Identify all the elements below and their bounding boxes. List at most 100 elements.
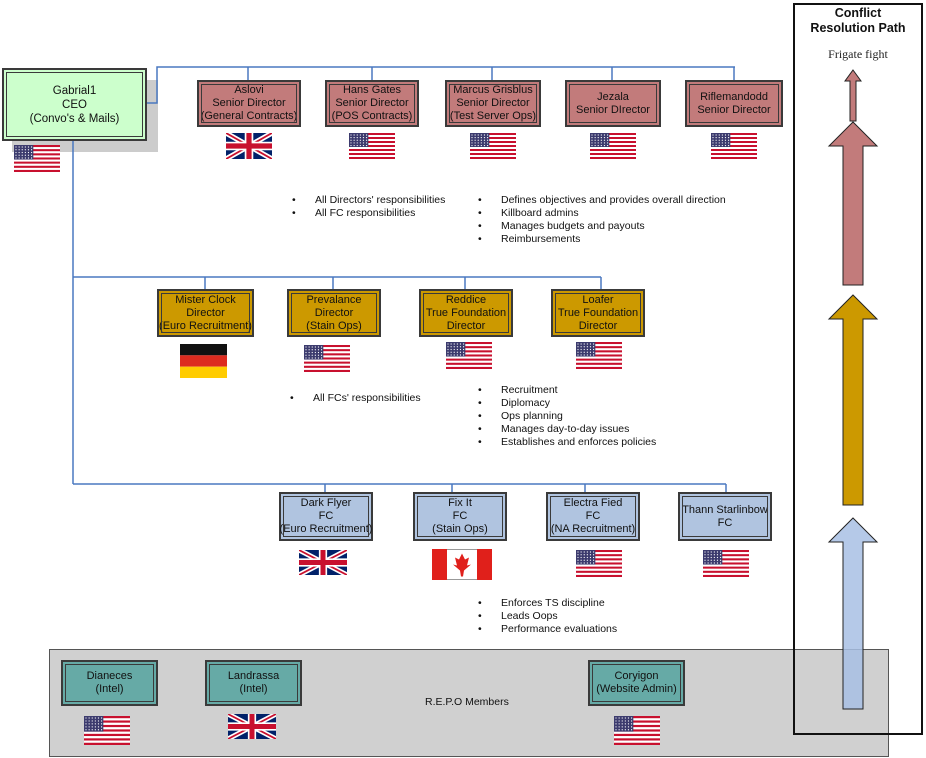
box-text-line: FC xyxy=(585,510,601,522)
bullet-item: Reimbursements xyxy=(478,233,726,246)
box-text-line: Senior Director xyxy=(456,97,530,109)
box-text-line: Dianeces xyxy=(86,670,133,682)
bullet-item: All Directors' responsibilities xyxy=(292,194,445,207)
repo-members-band xyxy=(49,649,889,757)
box-text-line: Marcus Grisblus xyxy=(453,84,533,96)
frigate-fight-label: Frigate fight xyxy=(828,47,888,61)
bullet-item: Enforces TS discipline xyxy=(478,597,617,610)
box-text-line: Dark Flyer xyxy=(300,497,352,509)
box-text-line: Director xyxy=(578,319,618,332)
box-text-line: Jezala xyxy=(597,90,629,103)
box-text-line: Landrassa xyxy=(227,670,280,682)
bullet-item: Recruitment xyxy=(478,384,656,397)
uk-flag-icon xyxy=(297,547,349,580)
us-flag-icon xyxy=(711,133,757,164)
repo-member-box: Landrassa(Intel) xyxy=(205,660,302,706)
de-flag-icon xyxy=(180,344,227,383)
ca-flag-icon xyxy=(431,548,493,585)
box-text-line: FC xyxy=(717,516,733,529)
us-flag-icon xyxy=(614,716,660,750)
senior-escalation-arrow-icon xyxy=(827,121,879,286)
repo-members-label: R.E.P.O Members xyxy=(425,696,509,708)
uk-flag-icon xyxy=(226,711,278,744)
box-text-line: FC xyxy=(452,510,468,522)
box-text-line: Hans Gates xyxy=(342,84,402,96)
box-text-line: Senior Director xyxy=(697,103,771,116)
box-text-line: Senior Director xyxy=(212,97,286,109)
conflict-resolution-panel xyxy=(793,3,923,735)
box-text-line: (Test Server Ops) xyxy=(449,110,537,122)
repo-member-box: Coryigon(Website Admin) xyxy=(588,660,685,706)
box-text-line: (Stain Ops) xyxy=(306,319,362,332)
box-text-line: Senior DIrector xyxy=(576,103,650,116)
director-responsibilities: RecruitmentDiplomacyOps planningManages … xyxy=(478,384,656,449)
frigate-arrow-icon xyxy=(844,69,862,122)
bullet-item: Defines objectives and provides overall … xyxy=(478,194,726,207)
bullet-item: Manages day-to-day issues xyxy=(478,423,656,436)
bullet-item: Ops planning xyxy=(478,410,656,423)
box-text-line: Gabrial1 xyxy=(52,84,97,97)
box-text-line: True Foundation xyxy=(557,306,639,319)
box-text-line: Thann Starlinbow xyxy=(682,503,768,516)
senior-director-responsibilities: Defines objectives and provides overall … xyxy=(478,194,726,246)
conflict-resolution-title: Conflict Resolution Path xyxy=(793,6,923,36)
director-escalation-arrow-icon xyxy=(827,294,879,506)
box-text-line: Director xyxy=(314,306,354,319)
us-flag-icon xyxy=(576,550,622,582)
box-text-line: (POS Contracts) xyxy=(331,110,413,122)
box-text-line: Mister Clock xyxy=(175,293,236,306)
title-line: Conflict xyxy=(834,6,882,20)
box-text-line: Aslovi xyxy=(234,84,264,96)
box-text-line: Loafer xyxy=(582,293,614,306)
box-text-line: Senior Director xyxy=(335,97,409,109)
us-flag-icon xyxy=(84,716,130,750)
box-text-line: True Foundation xyxy=(425,306,507,319)
box-text-line: (Intel) xyxy=(95,683,124,695)
box-text-line: (Stain Ops) xyxy=(432,523,488,535)
bullet-item: Performance evaluations xyxy=(478,623,617,636)
box-text-line: (Euro Recruitment) xyxy=(159,319,252,332)
box-text-line: (Euro Recruitment) xyxy=(279,523,373,535)
us-flag-icon xyxy=(304,345,350,377)
box-text-line: Reddice xyxy=(445,293,487,306)
bullet-item: Manages budgets and payouts xyxy=(478,220,726,233)
box-text-line: (General Contracts) xyxy=(200,110,298,122)
repo-member-box: Dianeces(Intel) xyxy=(61,660,158,706)
us-flag-icon xyxy=(576,342,622,374)
director-shared-responsibilities: All FCs' responsibilities xyxy=(290,392,421,405)
bullet-item: Diplomacy xyxy=(478,397,656,410)
fc-responsibilities: Enforces TS disciplineLeads OopsPerforma… xyxy=(478,597,617,636)
box-text-line: (Convo's & Mails) xyxy=(29,112,120,125)
box-text-line: (Intel) xyxy=(239,683,268,695)
bullet-item: All FC responsibilities xyxy=(292,207,445,220)
us-flag-icon xyxy=(349,133,395,164)
uk-flag-icon xyxy=(224,130,274,164)
box-text-line: FC xyxy=(318,510,334,522)
us-flag-icon xyxy=(446,342,492,374)
box-text-line: Prevalance xyxy=(306,293,362,306)
box-text-line: (NA Recruitment) xyxy=(550,523,636,535)
box-text-line: Electra Fied xyxy=(563,497,623,509)
bullet-item: Establishes and enforces policies xyxy=(478,436,656,449)
box-text-line: Director xyxy=(186,306,225,319)
box-text-line: Director xyxy=(446,319,486,332)
title-line: Resolution Path xyxy=(810,21,906,35)
us-flag-icon xyxy=(590,133,636,164)
box-text-line: Fix It xyxy=(448,497,472,509)
us-flag-icon xyxy=(703,550,749,582)
ceo-to-senior-connector xyxy=(146,66,735,104)
